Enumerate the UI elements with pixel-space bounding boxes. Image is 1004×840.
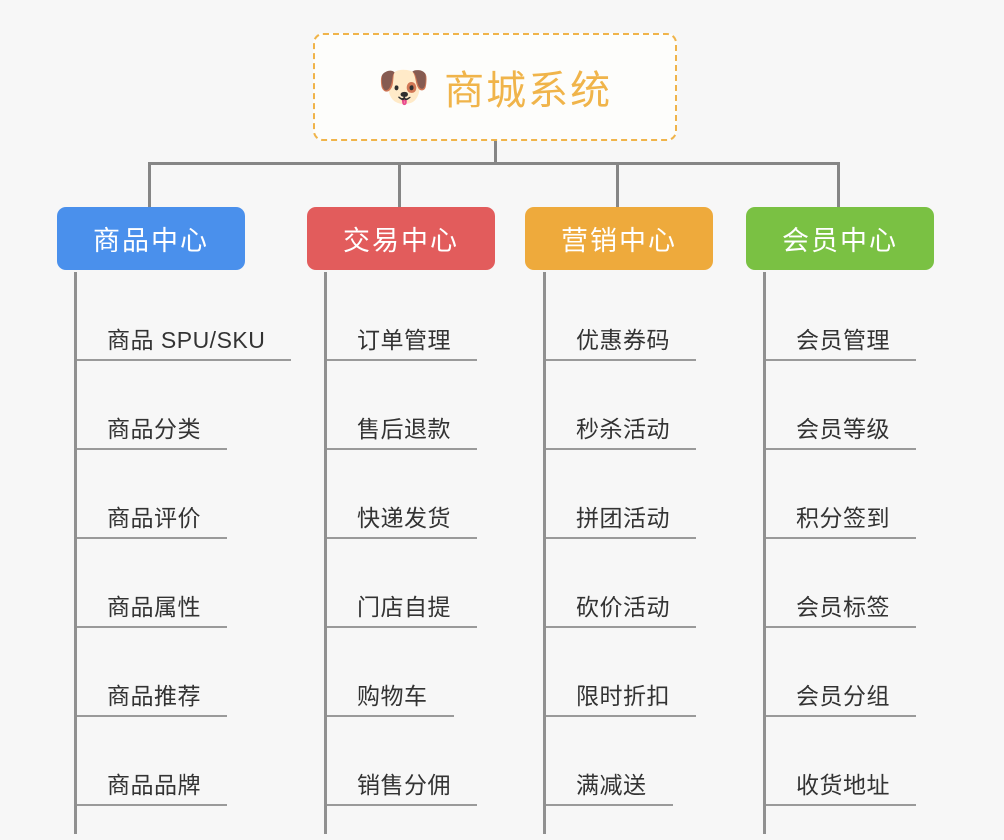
leaf-item-label: 订单管理 (357, 327, 451, 353)
leaf-item-label: 拼团活动 (576, 505, 670, 531)
branch-header-member-center[interactable]: 会员中心 (746, 207, 934, 270)
leaf-item[interactable]: 拼团活动 (546, 450, 696, 539)
leaf-item-label: 优惠券码 (576, 327, 670, 353)
leaf-item-label: 会员等级 (796, 416, 890, 442)
leaf-item-label: 会员分组 (796, 683, 890, 709)
leaf-item[interactable]: 会员管理 (766, 272, 916, 361)
leaf-item-label: 砍价活动 (576, 594, 670, 620)
leaf-item[interactable]: 购物车 (327, 628, 454, 717)
leaf-item-label: 购物车 (357, 683, 428, 709)
branch-header-product-center[interactable]: 商品中心 (57, 207, 245, 270)
main-horizontal-connector (148, 162, 840, 165)
leaf-item[interactable]: 订单管理 (327, 272, 477, 361)
leaf-item-label: 秒杀活动 (576, 416, 670, 442)
branch-header-trade-center[interactable]: 交易中心 (307, 207, 495, 270)
branch-connector-2 (616, 162, 619, 208)
leaf-item-label: 快递发货 (357, 505, 451, 531)
leaf-item-label: 会员标签 (796, 594, 890, 620)
leaf-item-label: 门店自提 (357, 594, 451, 620)
leaf-item-label: 商品品牌 (107, 772, 201, 798)
column-spine (543, 272, 546, 834)
leaf-item[interactable]: 商品推荐 (77, 628, 227, 717)
leaf-item[interactable]: 满减送 (546, 717, 673, 806)
leaf-item-label: 销售分佣 (357, 772, 451, 798)
leaf-item-label: 商品推荐 (107, 683, 201, 709)
leaf-item[interactable]: 商品品牌 (77, 717, 227, 806)
column-spine (324, 272, 327, 834)
leaf-item[interactable]: 会员等级 (766, 361, 916, 450)
leaf-item-label: 商品属性 (107, 594, 201, 620)
leaf-item-label: 积分签到 (796, 505, 890, 531)
leaf-item-label: 商品 SPU/SKU (107, 327, 266, 353)
branch-header-label: 交易中心 (343, 226, 459, 256)
leaf-item[interactable]: 商品 SPU/SKU (77, 272, 292, 361)
leaf-item[interactable]: 商品分类 (77, 361, 227, 450)
leaf-item[interactable]: 销售分佣 (327, 717, 477, 806)
branch-header-label: 会员中心 (782, 226, 898, 256)
branch-connector-1 (398, 162, 401, 208)
leaf-item-label: 限时折扣 (576, 683, 670, 709)
leaf-item-label: 收货地址 (796, 772, 890, 798)
branch-header-label: 营销中心 (561, 226, 677, 256)
leaf-item[interactable]: 积分签到 (766, 450, 916, 539)
branch-header-marketing-center[interactable]: 营销中心 (525, 207, 713, 270)
leaf-item[interactable]: 会员分组 (766, 628, 916, 717)
leaf-item[interactable]: 快递发货 (327, 450, 477, 539)
leaf-item-label: 会员管理 (796, 327, 890, 353)
leaf-item[interactable]: 商品属性 (77, 539, 227, 628)
column-spine (763, 272, 766, 834)
leaf-item[interactable]: 会员标签 (766, 539, 916, 628)
leaf-item[interactable]: 限时折扣 (546, 628, 696, 717)
root-vertical-connector (494, 141, 497, 165)
branch-connector-3 (837, 162, 840, 208)
leaf-item[interactable]: 门店自提 (327, 539, 477, 628)
leaf-item[interactable]: 砍价活动 (546, 539, 696, 628)
leaf-item-label: 满减送 (576, 772, 647, 798)
leaf-item[interactable]: 秒杀活动 (546, 361, 696, 450)
leaf-item-label: 商品分类 (107, 416, 201, 442)
column-spine (74, 272, 77, 834)
root-title: 商城系统 (444, 69, 613, 113)
leaf-item[interactable]: 售后退款 (327, 361, 477, 450)
shiba-dog-face-icon: 🐶 (377, 63, 431, 110)
leaf-item-label: 商品评价 (107, 505, 201, 531)
leaf-item[interactable]: 收货地址 (766, 717, 916, 806)
leaf-item[interactable]: 商品评价 (77, 450, 227, 539)
root-node[interactable]: 🐶 商城系统 (313, 33, 677, 141)
branch-header-label: 商品中心 (93, 226, 209, 256)
branch-connector-0 (148, 162, 151, 208)
leaf-item-label: 售后退款 (357, 416, 451, 442)
leaf-item[interactable]: 优惠券码 (546, 272, 696, 361)
